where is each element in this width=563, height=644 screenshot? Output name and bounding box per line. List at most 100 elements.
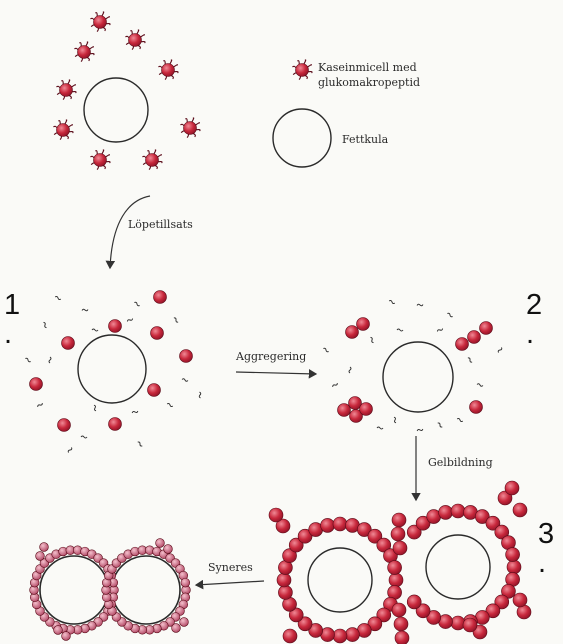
fat-globule-icon: [273, 109, 331, 167]
peptide-fragment: [377, 427, 383, 429]
hairy-micelle-icon: [74, 42, 94, 62]
micelle: [346, 326, 359, 339]
peptide-fragment: [417, 428, 423, 432]
stage4-syneresis-group: [30, 539, 191, 641]
micelle: [154, 291, 167, 304]
peptide-fragment: [81, 436, 87, 438]
fat-globule-icon: [84, 78, 148, 142]
micelle: [283, 629, 297, 643]
peptide-fragment: [137, 441, 143, 446]
micelle: [513, 593, 527, 607]
fat-globule-icon: [383, 342, 453, 412]
peptide-fragment: [457, 418, 463, 422]
micelle: [456, 338, 469, 351]
micelle: [392, 513, 406, 527]
micelle: [393, 541, 407, 555]
micelle: [345, 628, 359, 642]
micelle: [513, 503, 527, 517]
stage-number-1: 1.: [4, 291, 20, 349]
peptide-fragment: [182, 378, 188, 381]
peptide-fragment: [467, 357, 473, 363]
gel-formation-label: Gelbildning: [428, 456, 493, 469]
micelle: [36, 552, 45, 561]
fat-globule-icon: [112, 556, 180, 624]
micelle: [480, 322, 493, 335]
peptide-fragment: [389, 300, 395, 304]
fat-globule-icon: [308, 548, 372, 612]
arrow-icon: [236, 372, 316, 374]
micelle: [451, 616, 465, 630]
hairy-micelle-icon: [90, 12, 110, 32]
peptide-fragment: [173, 317, 179, 323]
peptide-fragment: [477, 383, 483, 386]
peptide-fragment: [332, 382, 338, 387]
legend-micelle-line2: glukomakropeptid: [318, 76, 420, 89]
micelle: [391, 527, 405, 541]
micelle: [407, 595, 421, 609]
micelle: [357, 318, 370, 331]
hairy-micelle-icon: [180, 118, 200, 138]
peptide-fragment: [498, 347, 503, 353]
micelle: [62, 632, 71, 641]
peptide-fragment: [93, 405, 97, 411]
micelle: [109, 418, 122, 431]
hairy-micelle-icon: [292, 60, 312, 80]
legend-micelle-line1: Kaseinmicell med: [318, 61, 417, 74]
peptide-fragment: [55, 296, 61, 300]
peptide-fragment: [167, 403, 173, 407]
rennet-step: Löpetillsats: [110, 196, 193, 268]
micelle: [277, 573, 291, 587]
peptide-fragment: [43, 322, 48, 328]
micelle: [388, 561, 402, 575]
hairy-micelle-icon: [142, 150, 162, 170]
micelle: [395, 631, 409, 644]
micelle: [506, 548, 520, 562]
peptide-fragment: [417, 303, 423, 306]
peptide-fragment: [397, 329, 403, 331]
fat-globule-icon: [78, 335, 146, 403]
peptide-fragment: [25, 358, 31, 363]
stage1-micelles: [30, 291, 193, 432]
legend: Kaseinmicell med glukomakropeptid Fettku…: [273, 60, 420, 167]
peptide-fragment: [447, 313, 453, 318]
stage-number-3: 3.: [538, 520, 554, 578]
peptide-fragment: [370, 337, 375, 343]
micelle: [148, 384, 161, 397]
micelle: [30, 378, 43, 391]
peptide-fragment: [198, 392, 201, 398]
arrow-icon: [196, 581, 264, 585]
micelle: [321, 518, 335, 532]
micelle: [62, 337, 75, 350]
micelle: [463, 618, 477, 632]
peptide-fragment: [127, 318, 133, 323]
micelle: [172, 624, 181, 633]
peptide-fragment: [132, 410, 138, 414]
aggregation-step: Aggregering: [235, 350, 316, 374]
stage2-group: [323, 300, 502, 432]
hairy-micelle-icon: [90, 150, 110, 170]
stage2-micelle-aggregates: [338, 318, 493, 423]
micelle: [333, 517, 347, 531]
micelle: [468, 331, 481, 344]
micelle: [338, 404, 351, 417]
peptide-fragment: [437, 328, 443, 333]
rennet-label: Löpetillsats: [128, 218, 193, 231]
stage1-group: [25, 291, 202, 454]
micelle: [451, 504, 465, 518]
stage-number-2: 2.: [526, 291, 542, 349]
arrow-icon: [110, 196, 150, 268]
micelle: [392, 603, 406, 617]
micelle: [58, 419, 71, 432]
micelle: [151, 327, 164, 340]
syneresis-step: Syneres: [196, 561, 264, 585]
peptide-fragment: [37, 402, 43, 407]
micelle: [180, 618, 189, 627]
hairy-micelle-icon: [158, 60, 178, 80]
stage3-gel-group: [269, 481, 531, 644]
peptide-fragment: [349, 367, 351, 373]
syneresis-micelle-chains: [30, 539, 191, 641]
peptide-fragment: [82, 308, 88, 311]
legend-fat-globule: Fettkula: [342, 133, 389, 146]
fat-globule-icon: [426, 535, 490, 599]
